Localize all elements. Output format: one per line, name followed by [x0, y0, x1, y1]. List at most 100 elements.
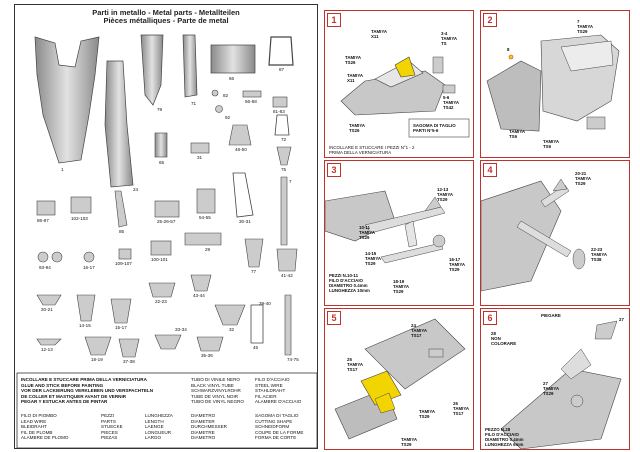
part-label-81-83: 81-83 [273, 109, 285, 114]
part-label-92: 92 [225, 115, 231, 120]
parts-title-line1: Parti in metallo - Metal parts - Metallt… [92, 8, 240, 17]
part-label-12-13: 12-13 [41, 347, 53, 352]
step-5-callout-e: TAMIYA TS29 [401, 437, 418, 447]
step-1-callout-c: TAMIYA X11 [347, 73, 364, 83]
step-5-number: 5 [327, 311, 341, 325]
part-87 [268, 36, 294, 66]
step-4-callout-b: 22-23 TAMIYA TS38 [591, 247, 608, 262]
part-label-1: 1 [61, 167, 64, 172]
part-label-71: 71 [191, 101, 197, 106]
part-label-82: 82 [223, 93, 229, 98]
step-4-number: 4 [483, 163, 497, 177]
part-label-87: 87 [279, 67, 285, 72]
part-label-75: 75 [281, 167, 287, 172]
step-3-callout-a: 12-13 TAMIYA TS29 [437, 187, 454, 202]
step-1-callout-b: TAMIYA TS26 [345, 55, 362, 65]
step-5-panel: 5 24 TAMIYA TS17 25 TAMIYA TS17 26 TAMIY… [324, 308, 474, 450]
part-label-43-44: 43-44 [193, 293, 205, 298]
part-label-100-101: 100-101 [151, 257, 168, 262]
part-label-29: 29 [205, 247, 211, 252]
legend-top-col4: FILO D'ACCIAIO STEEL WIRE STAHLDRAHT FIL… [255, 377, 302, 405]
part-label-16-17: 16-17 [83, 265, 95, 270]
step-1-callout-d: 3-4 TAMIYA TS [441, 31, 458, 46]
step-1-callout-f: TAMIYA TS26 [349, 123, 366, 133]
step-3-callout-b: 10-11 TAMIYA TS29 [359, 225, 376, 240]
step-3-drawing [325, 190, 446, 264]
part-79-nose [140, 34, 164, 106]
step-2-callout-a: 7 TAMIYA TS29 [577, 19, 594, 34]
part-label-32: 32 [229, 327, 235, 332]
step-6-callout-c: 28 NON COLORARE [491, 331, 517, 346]
legend-top-col3: TUBO DI VINILE NERO BLACK VINYL TUBE SCH… [191, 377, 244, 405]
step-6-callout-b: 27 [619, 317, 624, 322]
part-label-14-15: 14-15 [79, 323, 91, 328]
step-5-callout-c: 26 TAMIYA TS17 [453, 401, 470, 416]
step-6-callout-a: PIEGARE [541, 313, 561, 318]
part-24-floor [104, 60, 134, 188]
step-5-drawing [334, 318, 466, 440]
parts-title-line2: Pièces métalliques - Parte de metal [103, 16, 229, 25]
step-6-drawing [500, 320, 622, 449]
step-6-panel: 6 PIEGARE 27 28 NON COLORARE 27 TAMIYA T… [480, 308, 630, 450]
parts-drawing [16, 34, 317, 448]
part-66 [210, 44, 256, 74]
step-2-drawing [486, 34, 620, 132]
part-label-86-87: 86-87 [37, 218, 49, 223]
part-label-15-17: 15-17 [115, 325, 127, 330]
part-label-20-21: 20-21 [41, 307, 53, 312]
step-2-callout-b: 8 [507, 47, 510, 52]
step-5-callout-a: 24 TAMIYA TS17 [411, 323, 428, 338]
step-4-drawing [481, 178, 586, 292]
part-label-31: 31 [197, 155, 203, 160]
step-2-panel: 2 7 TAMIYA TS29 8 TAMIYA TS6 TAMIYA TS6 [480, 10, 630, 158]
part-label-102-103: 102-103 [71, 216, 88, 221]
part-71 [182, 34, 198, 98]
part-label-41-42: 41-42 [281, 273, 293, 278]
step-3-number: 3 [327, 163, 341, 177]
step-3-callout-d: 16-17 TAMIYA TS29 [449, 257, 466, 272]
step-1-callout-e: 5-6 TAMIYA TS42 [443, 95, 460, 110]
step-3-callout-c: 14-15 TAMIYA TS29 [365, 251, 382, 266]
part-1-chassis [34, 36, 100, 164]
part-label-79: 79 [157, 107, 163, 112]
part-label-18-19: 18-19 [91, 357, 103, 362]
step-1-number: 1 [327, 13, 341, 27]
step-1-callout-a: TAMIYA X11 [371, 29, 388, 39]
part-label-22-23: 22-23 [155, 299, 167, 304]
part-label-25-26-57: 25-26-57 [157, 219, 176, 224]
step-6-callout-d: 27 TAMIYA TS29 [543, 381, 560, 396]
step-1-panel: 1 TAMIYA X11 TAMIYA TS26 TAMIYA X11 3-4 … [324, 10, 474, 158]
part-label-74-75: 74-75 [287, 357, 299, 362]
step-2-callout-c: TAMIYA TS6 [509, 129, 526, 139]
part-label-72: 72 [281, 137, 287, 142]
step-2-callout-d: TAMIYA TS6 [543, 139, 560, 149]
step-3-callout-e: 18-19 TAMIYA TS29 [393, 279, 410, 294]
part-label-85: 85 [119, 229, 125, 234]
metal-parts-sheet: Parti in metallo - Metal parts - Metallt… [14, 4, 318, 449]
part-label-7: 7 [289, 179, 292, 184]
part-label-39-40: 39-40 [259, 301, 271, 306]
step-4-panel: 4 20-21 TAMIYA TS29 22-23 TAMIYA TS38 [480, 160, 630, 306]
part-label-77: 77 [251, 269, 257, 274]
part-label-65: 65 [159, 160, 165, 165]
part-label-24: 24 [133, 187, 139, 192]
part-label-93-94: 93-94 [39, 265, 51, 270]
step-6-number: 6 [483, 311, 497, 325]
step-3-panel: 3 12-13 TAMIYA TS29 10-11 TAMIYA TS29 14… [324, 160, 474, 306]
part-label-45: 45 [253, 345, 259, 350]
step-2-number: 2 [483, 13, 497, 27]
part-label-35-36: 35-36 [201, 353, 213, 358]
part-label-48-50: 48-50 [235, 147, 247, 152]
step-5-callout-d: TAMIYA TS29 [419, 409, 436, 419]
part-label-37-38: 37-38 [123, 359, 135, 364]
part-label-33-34: 33-34 [175, 327, 187, 332]
legend-instructions: INCOLLARE E STUCCARE PRIMA DELLA VERNICI… [21, 377, 154, 405]
